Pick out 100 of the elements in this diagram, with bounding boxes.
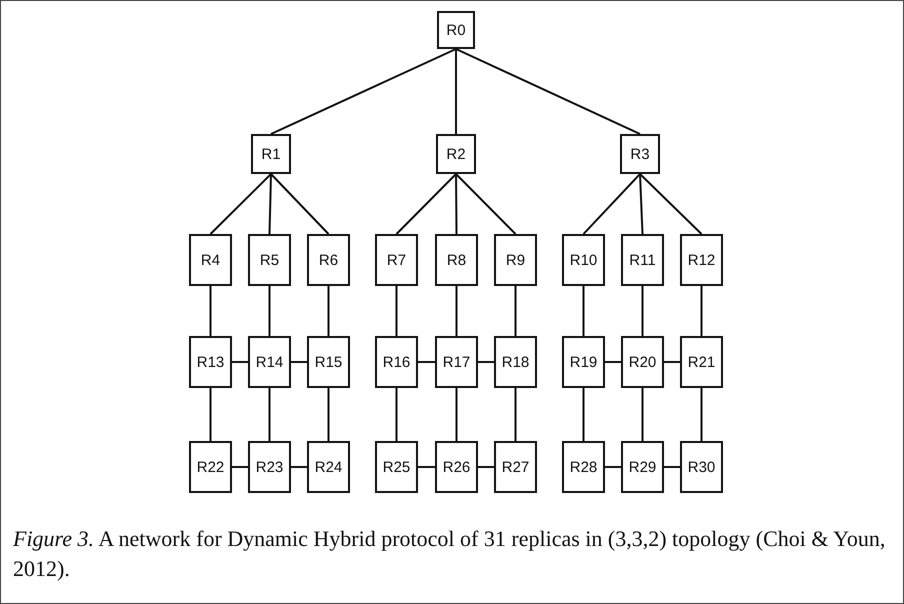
replica-label: R15 (314, 354, 342, 370)
connector-line (700, 286, 702, 336)
replica-label: R21 (688, 354, 716, 370)
replica-label: R4 (200, 252, 220, 268)
connector-line (210, 286, 212, 336)
replica-box (435, 441, 478, 493)
connector-line (478, 466, 494, 468)
replica-label: R24 (314, 458, 342, 476)
connector-line (268, 388, 270, 441)
replica-box (680, 234, 723, 286)
replica-box (562, 441, 605, 493)
replica-label: R10 (570, 252, 598, 268)
replica-box (620, 134, 660, 174)
connector-line (232, 361, 248, 363)
connector-line (664, 361, 680, 363)
replica-box (248, 234, 291, 286)
replica-box (375, 234, 418, 286)
replica-label: R14 (256, 354, 284, 370)
replica-label: R19 (570, 354, 598, 370)
connector-line (396, 173, 457, 235)
replica-label: R22 (196, 458, 224, 476)
replica-box (562, 234, 605, 286)
replica-box (680, 336, 723, 388)
replica-box (248, 441, 291, 493)
connector-line (270, 173, 330, 235)
replica-label: R7 (386, 252, 406, 268)
connector-line (210, 173, 272, 235)
replica-label: R23 (256, 458, 284, 476)
replica-box (621, 336, 664, 388)
connector-line (396, 388, 398, 441)
replica-label: R2 (446, 146, 466, 162)
connector-line (455, 173, 516, 235)
replica-box (189, 234, 232, 286)
replica-box (375, 441, 418, 493)
replica-label: R20 (628, 354, 656, 370)
connector-line (639, 173, 702, 235)
replica-box (562, 336, 605, 388)
replica-label: R26 (442, 458, 470, 476)
replica-box (189, 441, 232, 493)
replica-label: R8 (446, 252, 466, 268)
connector-line (328, 388, 330, 441)
connector-line (642, 388, 644, 441)
replica-box (248, 336, 291, 388)
connector-line (268, 174, 272, 234)
connector-line (291, 466, 307, 468)
replica-label: R3 (630, 146, 650, 162)
connector-line (291, 361, 307, 363)
connector-line (456, 48, 640, 135)
replica-label: R27 (502, 458, 530, 476)
connector-line (642, 286, 644, 336)
connector-line (478, 361, 494, 363)
replica-box (435, 234, 478, 286)
replica-label: R28 (570, 458, 598, 476)
connector-line (418, 466, 435, 468)
connector-line (455, 49, 457, 134)
replica-box (436, 134, 476, 174)
replica-box (621, 234, 664, 286)
replica-label: R17 (442, 354, 470, 370)
connector-line (232, 466, 248, 468)
replica-box (435, 336, 478, 388)
connector-line (456, 286, 458, 336)
replica-label: R1 (261, 146, 281, 162)
replica-label: R6 (318, 252, 338, 268)
replica-label: R30 (688, 458, 716, 476)
connector-line (396, 286, 398, 336)
connector-line (582, 286, 584, 336)
connector-line (268, 286, 270, 336)
connector-line (455, 174, 458, 234)
replica-label: R5 (260, 252, 280, 268)
replica-box (494, 336, 537, 388)
connector-line (514, 388, 516, 441)
replica-label: R13 (196, 354, 224, 370)
connector-line (664, 466, 680, 468)
replica-box (307, 441, 350, 493)
replica-label: R12 (688, 252, 716, 268)
connector-line (639, 174, 644, 234)
connector-line (328, 286, 330, 336)
replica-label: R18 (502, 354, 530, 370)
replica-box (307, 234, 350, 286)
replica-box (494, 441, 537, 493)
connector-line (456, 388, 458, 441)
connector-line (270, 48, 456, 135)
replica-label: R9 (506, 252, 526, 268)
connector-line (418, 361, 435, 363)
connector-line (582, 173, 641, 235)
connector-line (514, 286, 516, 336)
replica-box (189, 336, 232, 388)
replica-box (621, 441, 664, 493)
replica-box (375, 336, 418, 388)
replica-box (680, 441, 723, 493)
replica-label: R0 (446, 22, 466, 38)
replica-box (494, 234, 537, 286)
replica-label: R25 (382, 458, 410, 476)
connector-line (605, 361, 621, 363)
replica-label: R29 (628, 458, 656, 476)
replica-label: R16 (382, 354, 410, 370)
replica-box (437, 11, 475, 49)
connector-line (582, 388, 584, 441)
replica-box (251, 134, 291, 174)
figure-caption: Figure 3. A network for Dynamic Hybrid protocol of 31 replicas in (3,3,2) topology (Choi & Youn, 2012). (13, 525, 886, 583)
